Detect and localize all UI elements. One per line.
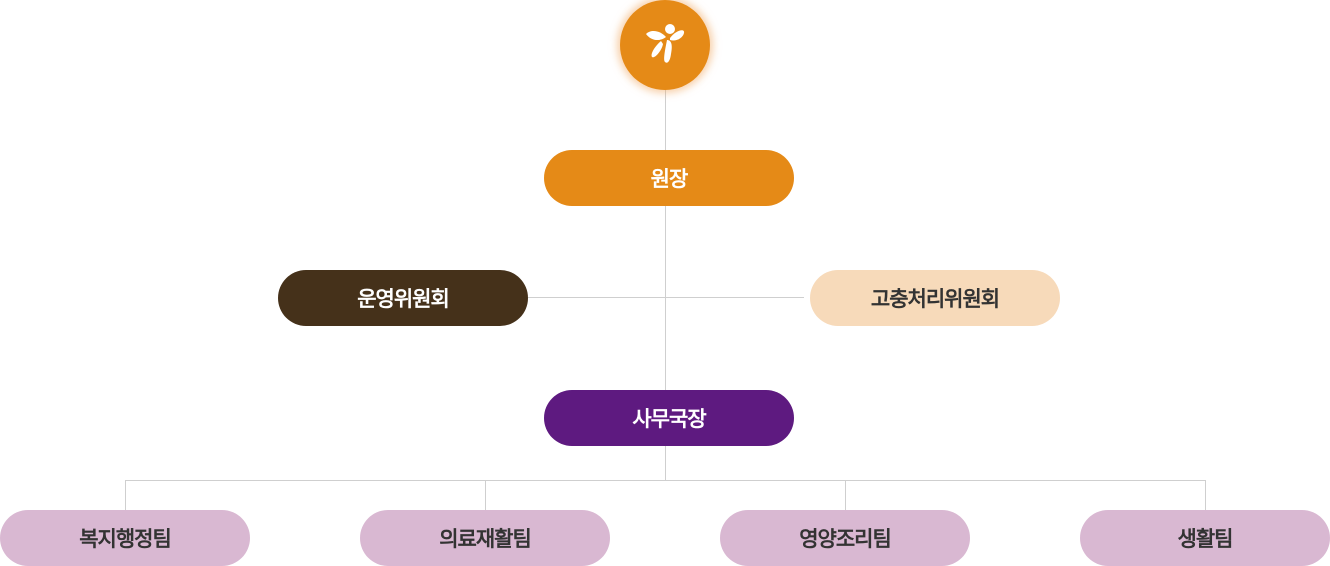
connector-line <box>485 480 486 510</box>
connector-line <box>125 480 126 510</box>
butterfly-person-logo-icon <box>646 24 685 63</box>
team-box-nutrition-cooking: 영양조리팀 <box>720 510 970 566</box>
connector-line <box>1205 480 1206 510</box>
connector-line <box>845 480 846 510</box>
team-box-medical-rehab: 의료재활팀 <box>360 510 610 566</box>
team-box-welfare-admin: 복지행정팀 <box>0 510 250 566</box>
secretary-general-box: 사무국장 <box>544 390 794 446</box>
connector-line <box>125 480 1205 481</box>
grievance-committee-box: 고충처리위원회 <box>810 270 1060 326</box>
operating-committee-box: 운영위원회 <box>278 270 528 326</box>
connector-line <box>665 88 666 480</box>
connector-line <box>528 297 804 298</box>
logo <box>620 0 710 90</box>
director-box: 원장 <box>544 150 794 206</box>
team-box-living: 생활팀 <box>1080 510 1330 566</box>
